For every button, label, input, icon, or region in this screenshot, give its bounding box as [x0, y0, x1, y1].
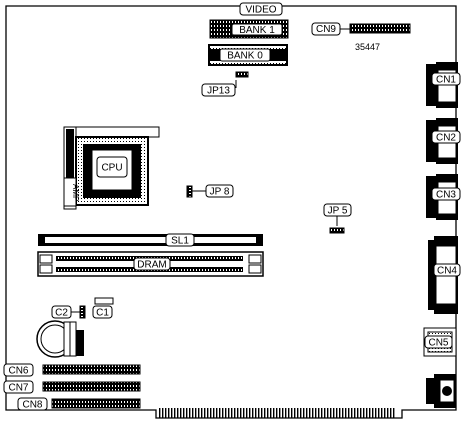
jp8-jumper: JP 8 [186, 184, 234, 198]
jp13-label: JP13 [207, 86, 230, 97]
bank1-label: BANK 1 [239, 25, 275, 36]
round-connector [426, 374, 456, 408]
cn2-label: CN2 [436, 133, 456, 144]
dram-label: DRAM [137, 260, 166, 271]
battery [36, 320, 84, 358]
c2-c1-jumpers: C2 C1 [51, 297, 114, 319]
cn5-label: CN5 [428, 338, 448, 349]
jp5-label: JP 5 [328, 206, 348, 217]
cpu-label: CPU [101, 163, 122, 174]
cn5-connector: CN5 [423, 327, 457, 357]
amp-label: AMP [71, 184, 80, 201]
bank1-socket: BANK 1 [209, 19, 289, 39]
cn4-connector: CN4 [428, 236, 461, 314]
cn3-connector: CN3 [426, 174, 461, 220]
bank0-label: BANK 0 [227, 51, 263, 62]
sl1-slot: SL1 [38, 233, 263, 247]
cn7-label: CN7 [8, 383, 28, 394]
cpu-socket: CPU AMP [63, 126, 160, 210]
cn6-label: CN6 [8, 366, 28, 377]
c1-label: C1 [96, 308, 109, 319]
video-label: VIDEO [239, 2, 283, 16]
dram-sockets: DRAM [37, 251, 264, 277]
cn8-header: CN8 [17, 397, 141, 411]
cn3-label: CN3 [436, 190, 456, 201]
cn6-header: CN6 [3, 363, 141, 377]
cn7-header: CN7 [3, 380, 141, 394]
jp13-jumper: JP13 [201, 71, 249, 97]
cn2-connector: CN2 [426, 118, 461, 164]
cn9-label: CN9 [316, 24, 336, 35]
sl1-label: SL1 [171, 236, 189, 247]
video-label-text: VIDEO [245, 5, 276, 16]
cn9-header: CN9 [311, 22, 411, 36]
cn8-label: CN8 [22, 400, 42, 411]
c2-label: C2 [55, 308, 68, 319]
cn1-connector: CN1 [426, 62, 461, 108]
jp8-label: JP 8 [210, 187, 230, 198]
bank0-socket: BANK 0 [208, 44, 288, 66]
board-number: 35447 [355, 42, 380, 52]
cn1-label: CN1 [436, 75, 456, 86]
edge-connector [158, 408, 396, 418]
cn4-label: CN4 [437, 266, 457, 277]
jp5-jumper: JP 5 [323, 203, 352, 234]
